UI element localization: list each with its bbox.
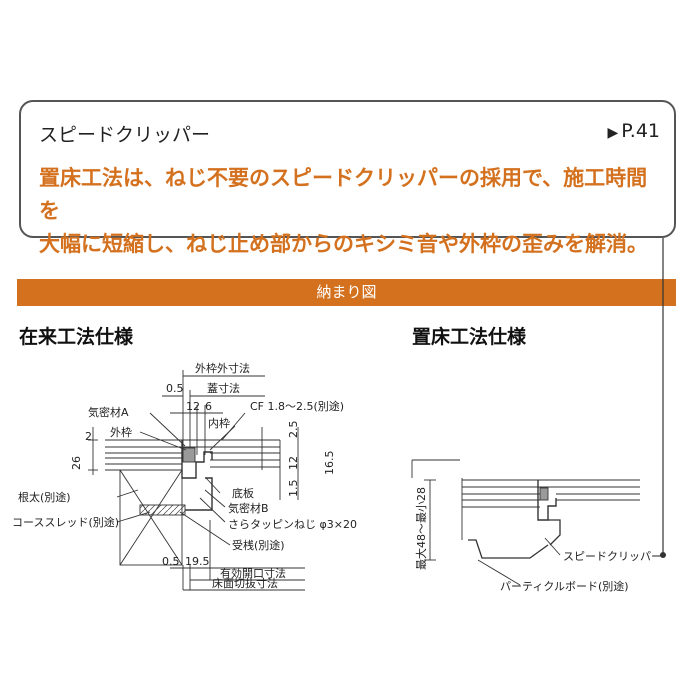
callout-description-line-1: 置床工法は、ねじ不要のスピードクリッパーの採用で、施工時間を	[39, 166, 648, 223]
label-particle-board: パーティクルボード(別途)	[500, 579, 629, 593]
label-lid-dimension: 蓋寸法	[207, 381, 240, 395]
label-dim-2: 2	[85, 430, 92, 443]
conventional-section-drawing	[88, 370, 305, 591]
label-outer-frame-dimension: 外枠外寸法	[195, 361, 250, 375]
section-band: 納まり図	[17, 279, 676, 306]
label-screw: さらタッピンねじ φ3×20	[228, 518, 357, 531]
callout-description: 置床工法は、ねじ不要のスピードクリッパーの採用で、施工時間を 大幅に短縮し、ねじ…	[39, 162, 664, 261]
play-triangle-icon: ▶	[607, 125, 619, 141]
label-receiving-bar: 受桟(別途)	[232, 538, 285, 552]
callout-description-line-2: 大幅に短縮し、ねじ止め部からのキシミ音や外枠の歪みを解消。	[39, 232, 648, 256]
label-seal-b: 気密材B	[228, 501, 269, 515]
raised-floor-method-heading: 置床工法仕様	[412, 326, 527, 348]
label-effective-opening: 有効開口寸法	[220, 566, 286, 580]
label-sled: コーススレッド(別途)	[12, 515, 119, 529]
label-height-range: 最大48〜最小28	[414, 487, 428, 570]
label-dim-26: 26	[70, 456, 83, 470]
page-reference-label: P.41	[621, 120, 660, 142]
label-outer-frame: 外枠	[110, 425, 132, 439]
callout-title: スピードクリッパー	[39, 124, 211, 146]
callout-leader-dot	[660, 552, 666, 558]
label-seal-a: 気密材A	[88, 405, 129, 419]
label-dim-6: 6	[205, 400, 212, 413]
label-cf: CF 1.8〜2.5(別途)	[250, 399, 344, 413]
label-bottom-plate: 底板	[232, 486, 254, 500]
label-floor-cut: 床面切抜寸法	[212, 576, 278, 590]
raised-floor-section-drawing	[411, 459, 640, 586]
label-dim-12-top: 12	[186, 400, 200, 413]
label-dim-12-side: 12	[287, 456, 300, 470]
label-dim-19-5: 19.5	[185, 555, 210, 568]
conventional-method-heading: 在来工法仕様	[19, 326, 134, 348]
label-dim-1-5: 1.5	[287, 480, 300, 498]
page-reference-link[interactable]: ▶P.41	[608, 120, 661, 142]
label-dim-0-5-top: 0.5	[166, 382, 184, 395]
speed-clipper-callout: スピードクリッパー ▶P.41 置床工法は、ねじ不要のスピードクリッパーの採用で…	[19, 100, 676, 256]
label-inner-frame: 内枠	[208, 416, 230, 430]
label-dim-2-5: 2.5	[287, 421, 300, 439]
label-joist: 根太(別途)	[18, 490, 71, 504]
label-speed-clipper: スピードクリッパー	[563, 550, 662, 563]
label-dim-0-5-bottom: 0.5	[162, 555, 180, 568]
label-dim-16-5: 16.5	[323, 451, 336, 476]
